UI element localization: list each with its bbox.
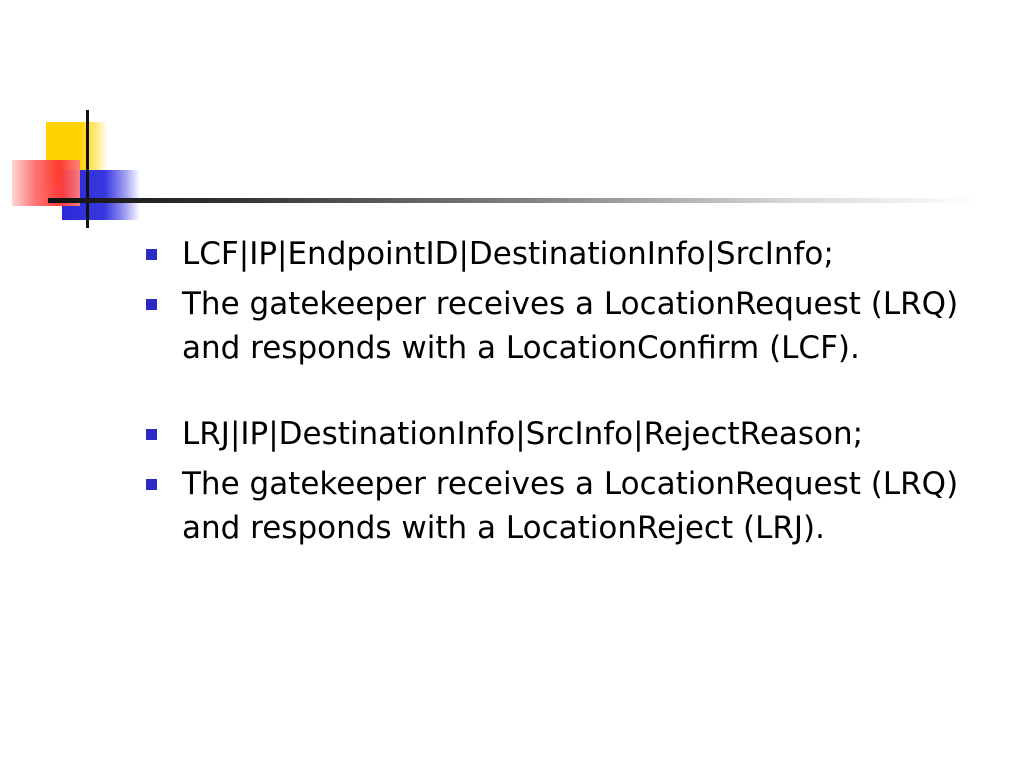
square-bullet-icon [146, 299, 157, 310]
bullet-list: LCF|IP|EndpointID|DestinationInfo|SrcInf… [146, 232, 1006, 550]
bullet-item: LCF|IP|EndpointID|DestinationInfo|SrcInf… [146, 232, 1006, 276]
spacer [146, 370, 1006, 412]
square-bullet-icon [146, 429, 157, 440]
vertical-line-decoration [86, 110, 89, 228]
square-bullet-icon [146, 249, 157, 260]
square-bullet-icon [146, 479, 157, 490]
bullet-item: The gatekeeper receives a LocationReques… [146, 282, 1006, 370]
bullet-item: LRJ|IP|DestinationInfo|SrcInfo|RejectRea… [146, 412, 1006, 456]
bullet-text: The gatekeeper receives a LocationReques… [182, 286, 959, 366]
title-divider-rule [48, 198, 978, 203]
bullet-text: The gatekeeper receives a LocationReques… [182, 466, 959, 546]
decorative-logo [0, 0, 150, 240]
bullet-text: LCF|IP|EndpointID|DestinationInfo|SrcInf… [182, 236, 834, 272]
bullet-item: The gatekeeper receives a LocationReques… [146, 462, 1006, 550]
bullet-text: LRJ|IP|DestinationInfo|SrcInfo|RejectRea… [182, 416, 864, 452]
